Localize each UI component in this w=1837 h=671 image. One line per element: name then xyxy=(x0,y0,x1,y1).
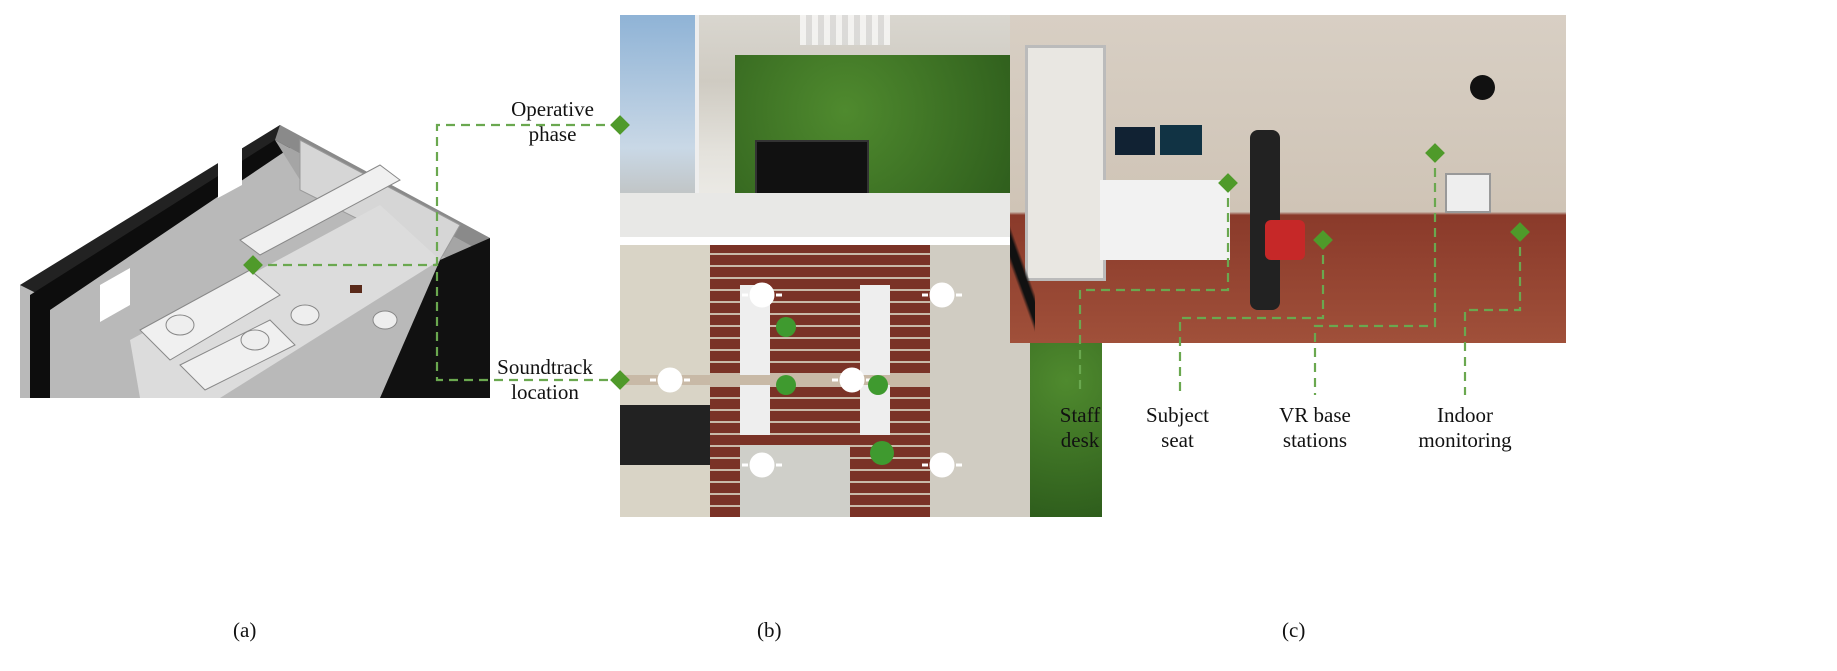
marker-diamond xyxy=(243,255,263,275)
caption-c: (c) xyxy=(1282,618,1306,642)
panel-a-isometric-model xyxy=(20,110,490,400)
light-bulb-icon xyxy=(742,282,782,308)
label-staff-desk: Staff desk xyxy=(1059,403,1101,452)
label-operative-phase: Operative phase xyxy=(511,97,594,146)
label-subject-seat: Subject seat xyxy=(1146,403,1209,452)
light-bulb-icon xyxy=(832,367,872,393)
marker-diamond xyxy=(610,370,630,390)
label-soundtrack-location: Soundtrack location xyxy=(497,355,593,404)
caption-b: (b) xyxy=(757,618,782,642)
light-bulb-icon xyxy=(922,282,962,308)
marker-diamond xyxy=(610,115,630,135)
light-bulb-markers xyxy=(650,282,962,478)
label-vr-base-stations: VR base stations xyxy=(1279,403,1351,452)
light-bulb-icon xyxy=(650,367,690,393)
panel-c-lab-photo xyxy=(1010,15,1566,343)
light-bulb-icon xyxy=(742,452,782,478)
marker-diamond xyxy=(1425,143,1445,163)
label-indoor-monitoring: Indoor monitoring xyxy=(1418,403,1512,452)
caption-a: (a) xyxy=(233,618,257,642)
marker-diamond xyxy=(1313,230,1333,250)
marker-diamond xyxy=(1218,173,1238,193)
light-bulb-icon xyxy=(922,452,962,478)
marker-diamond xyxy=(1510,222,1530,242)
